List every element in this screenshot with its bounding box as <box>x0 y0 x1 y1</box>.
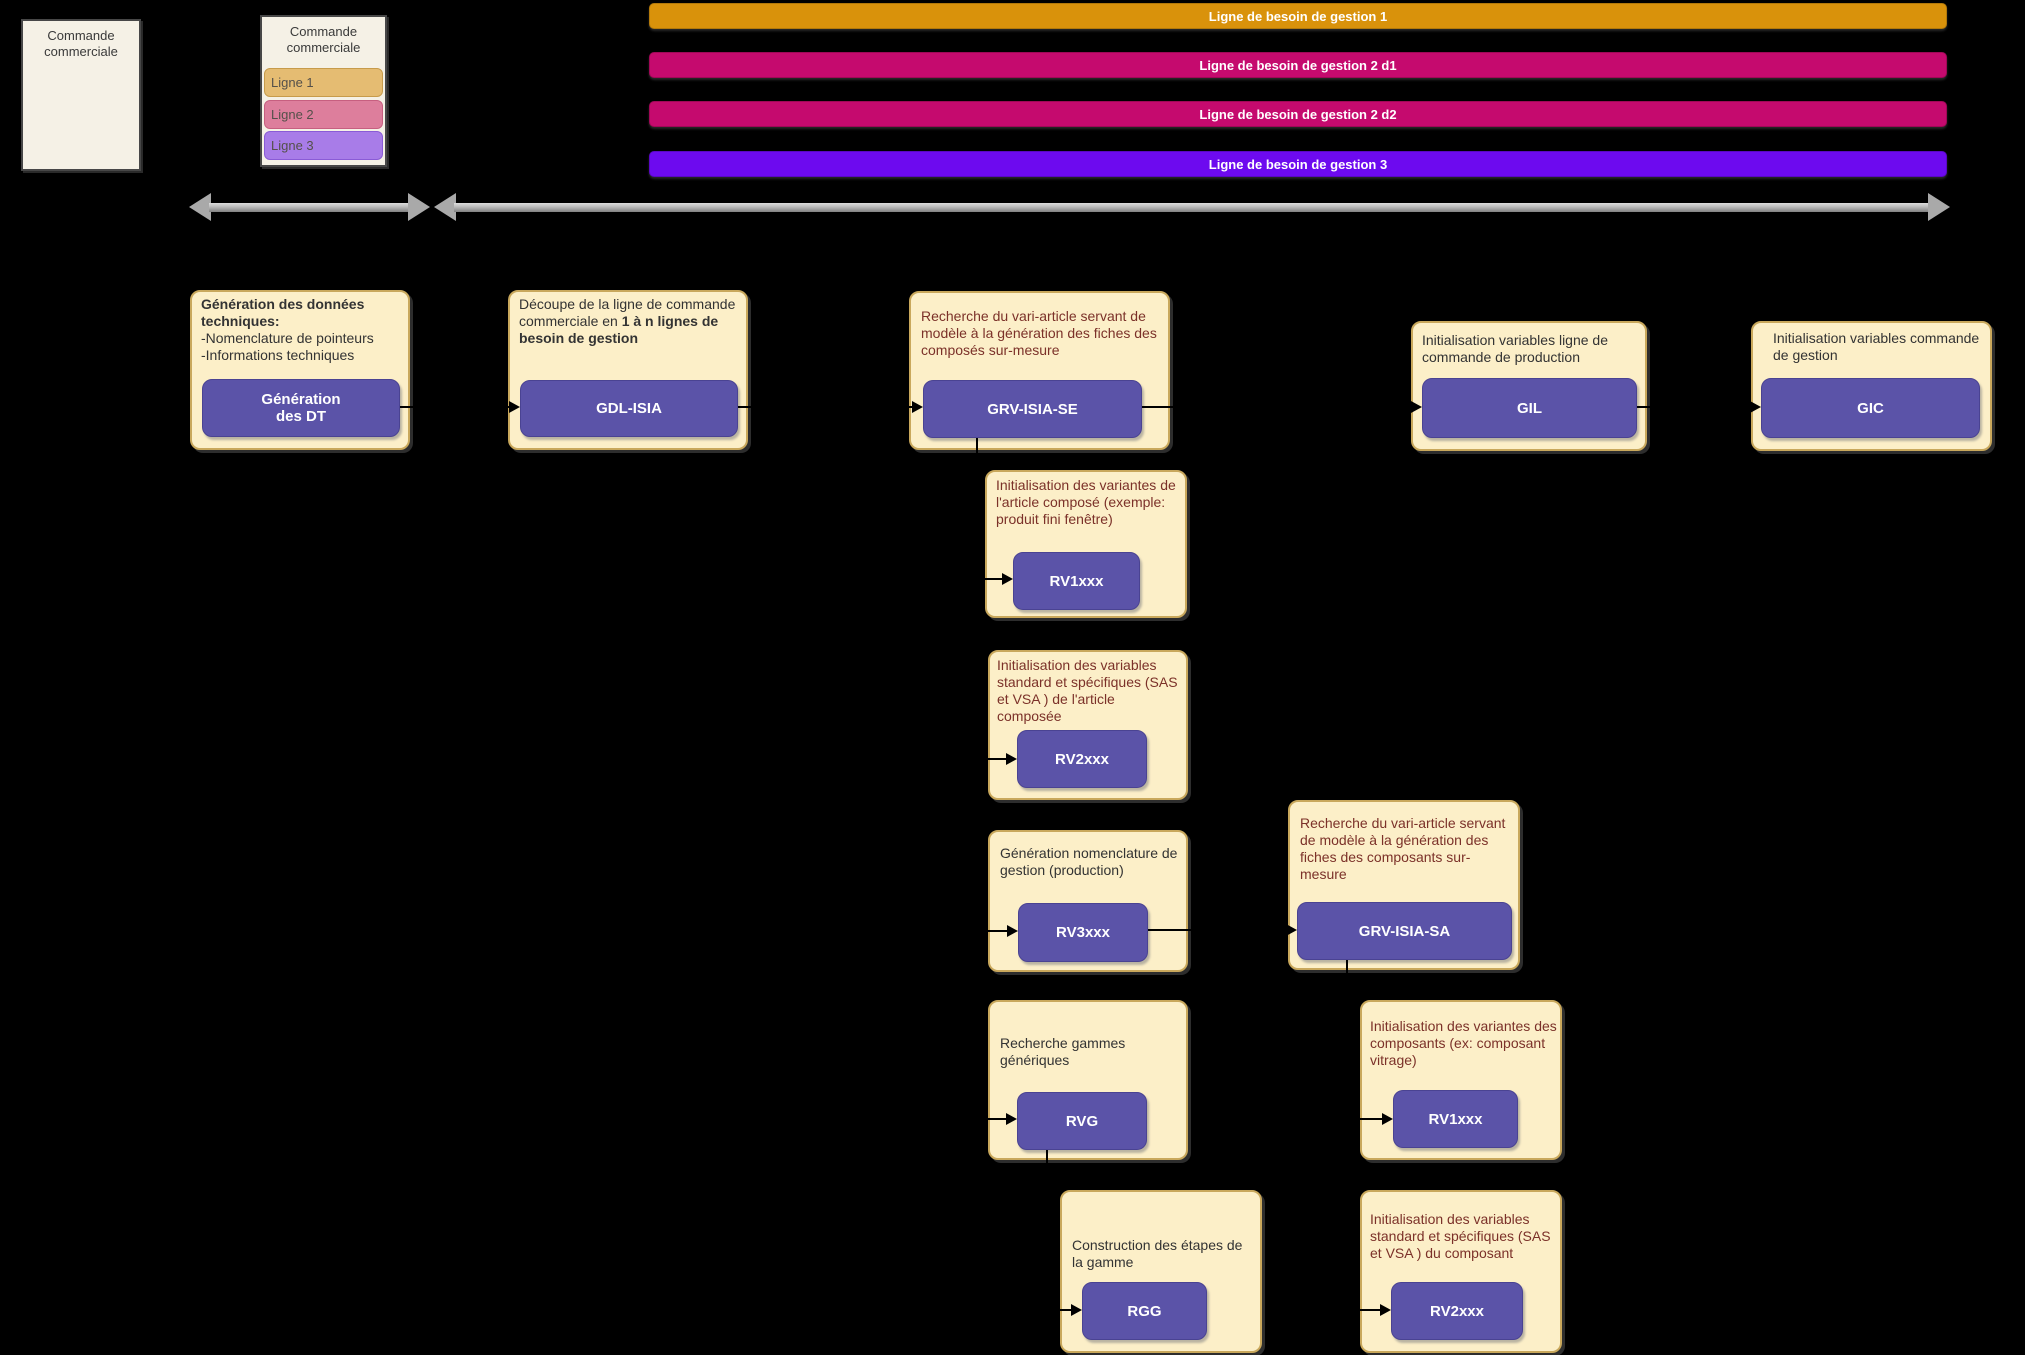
arrowhead-right-icon <box>1380 1304 1391 1316</box>
gdl-isia-desc-bold: 1 à n lignes de besoin de gestion <box>519 313 719 346</box>
gestion-bar-1: Ligne de besoin de gestion 1 <box>649 3 1947 29</box>
connector-branch-rgg <box>1046 1309 1071 1311</box>
rvg-description: Recherche gammes génériques <box>1000 1035 1126 1068</box>
rv2-composant-description: Initialisation des variables standard et… <box>1370 1211 1551 1261</box>
gdl-isia-desc-normal: Découpe de la ligne de commande commerci… <box>519 296 736 329</box>
arrowhead-right-icon <box>1007 925 1018 937</box>
commande-commerciale-lines-label: Commande commerciale <box>286 24 361 55</box>
arrow-shaft <box>454 203 1929 212</box>
connector-gdl-grvse <box>738 406 913 408</box>
grv-isia-sa-description: Recherche du vari-article servant de mod… <box>1300 815 1506 882</box>
gil-description: Initialisation variables ligne de comman… <box>1422 332 1608 365</box>
rv2-compose-node: RV2xxx <box>1017 730 1147 788</box>
generation-dt-node: Génération des DT <box>202 379 400 437</box>
connector-gendt-gdl <box>400 406 510 408</box>
arrowhead-right-icon <box>1002 573 1013 585</box>
ligne-1-row: Ligne 1 <box>264 68 383 97</box>
rgg-node: RGG <box>1082 1282 1207 1340</box>
connector-grvse-gil <box>1142 406 1412 408</box>
connector-branch-rv1 <box>976 578 1003 580</box>
gil-node: GIL <box>1422 378 1637 438</box>
arrowhead-right-icon <box>1382 1113 1393 1125</box>
gestion-bar-3: Ligne de besoin de gestion 3 <box>649 151 1947 177</box>
connector-gil-gic <box>1637 406 1751 408</box>
arrow-left-end-icon <box>434 193 456 221</box>
gdl-isia-description: Découpe de la ligne de commande commerci… <box>519 296 741 347</box>
arrow-shaft <box>209 203 409 212</box>
arrowhead-right-icon <box>1006 1113 1017 1125</box>
ligne-2-label: Ligne 2 <box>271 107 314 122</box>
gestion-bar-2-d1: Ligne de besoin de gestion 2 d1 <box>649 52 1947 78</box>
arrowhead-right-icon <box>1286 924 1297 936</box>
arrowhead-right-icon <box>912 401 923 413</box>
arrow-right-end-icon <box>408 193 430 221</box>
connector-branch-rv1-composant <box>1346 1118 1382 1120</box>
rv1-compose-node: RV1xxx <box>1013 552 1140 610</box>
arrowhead-right-icon <box>509 401 520 413</box>
gdl-isia-node: GDL-ISIA <box>520 380 738 437</box>
grv-isia-se-node: GRV-ISIA-SE <box>923 380 1142 438</box>
ligne-1-label: Ligne 1 <box>271 75 314 90</box>
generation-dt-desc-line1: -Nomenclature de pointeurs <box>201 330 374 346</box>
arrow-left-end-icon <box>189 193 211 221</box>
gestion-bar-2-d2: Ligne de besoin de gestion 2 d2 <box>649 101 1947 127</box>
rv3-description: Génération nomenclature de gestion (prod… <box>1000 845 1178 878</box>
arrowhead-right-icon <box>1411 401 1422 413</box>
commande-commerciale-box: Commande commerciale <box>21 19 141 171</box>
rv3-node: RV3xxx <box>1018 903 1148 962</box>
connector-branch-rv2 <box>976 758 1007 760</box>
grv-isia-sa-node: GRV-ISIA-SA <box>1297 902 1512 960</box>
generation-dt-desc-line2: -Informations techniques <box>201 347 355 363</box>
rvg-node: RVG <box>1017 1092 1147 1150</box>
ligne-3-label: Ligne 3 <box>271 138 314 153</box>
connector-branch-rvg <box>976 1118 1007 1120</box>
ligne-3-row: Ligne 3 <box>264 131 383 160</box>
connector-grvse-trunk <box>976 438 978 1122</box>
generation-dt-description: Génération des données techniques: -Nome… <box>201 296 401 364</box>
connector-rv3-grvsa <box>1148 929 1286 931</box>
rv2-composant-node: RV2xxx <box>1391 1282 1523 1340</box>
rv1-composant-node: RV1xxx <box>1393 1090 1518 1148</box>
rgg-description: Construction des étapes de la gamme <box>1072 1237 1243 1270</box>
commande-commerciale-label: Commande commerciale <box>44 28 118 59</box>
grv-isia-se-description: Recherche du vari-article servant de mod… <box>921 308 1157 358</box>
commande-commerciale-lines-box: Commande commerciale Ligne 1 Ligne 2 Lig… <box>260 15 387 167</box>
arrowhead-right-icon <box>1006 753 1017 765</box>
connector-rvg-trunk <box>1046 1150 1048 1311</box>
gic-node: GIC <box>1761 378 1980 438</box>
connector-branch-rv2-composant <box>1346 1309 1380 1311</box>
ligne-2-row: Ligne 2 <box>264 100 383 129</box>
arrowhead-right-icon <box>1071 1304 1082 1316</box>
rv2-compose-description: Initialisation des variables standard et… <box>997 657 1178 724</box>
arrowhead-right-icon <box>1750 401 1761 413</box>
gic-description: Initialisation variables commande de ges… <box>1773 330 1980 363</box>
connector-branch-rv3 <box>976 930 1008 932</box>
rv1-compose-description: Initialisation des variantes de l'articl… <box>996 477 1176 527</box>
rv1-composant-description: Initialisation des variantes des composa… <box>1370 1018 1557 1068</box>
generation-dt-desc-title: Génération des données techniques: <box>201 296 365 329</box>
arrow-right-end-icon <box>1928 193 1950 221</box>
connector-grvsa-trunk <box>1346 960 1348 1311</box>
